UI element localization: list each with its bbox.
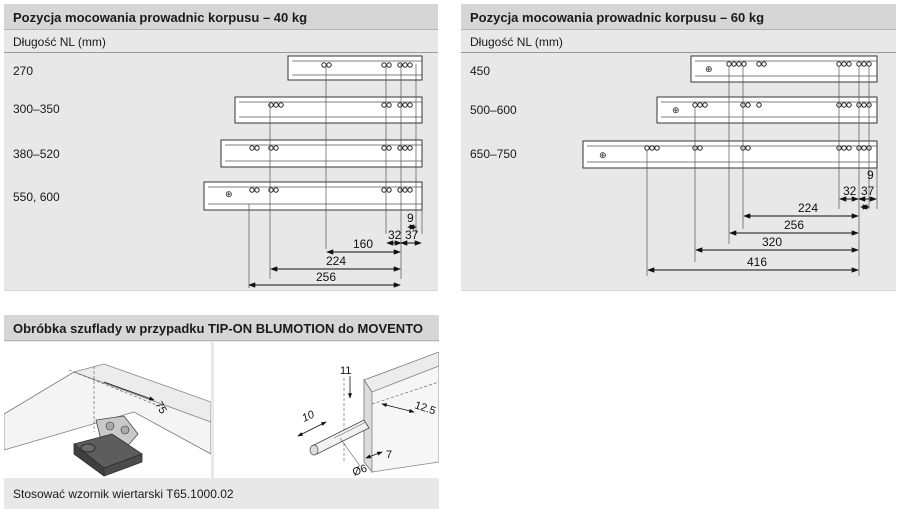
dim-label: 256 bbox=[784, 218, 804, 232]
tip-on-drilling-illustration: 10 11 12.5 7 Ø6 bbox=[214, 342, 440, 479]
dim-label: 37 bbox=[861, 184, 875, 198]
tip-on-drilling-drawing: 10 11 12.5 7 Ø6 bbox=[297, 351, 440, 479]
panel-60kg-title: Pozycja mocowania prowadnic korpusu – 60… bbox=[461, 4, 896, 30]
dimension-lines bbox=[248, 224, 422, 288]
drawer-rail-380-520 bbox=[220, 139, 423, 168]
panel-60kg-divider bbox=[461, 52, 896, 53]
extension-lines bbox=[646, 66, 878, 276]
drawer-rail-300-350 bbox=[234, 96, 423, 124]
drawer-rail-550-600: ⊕ bbox=[203, 181, 423, 211]
dim-label: 32 bbox=[843, 184, 857, 198]
drawer-rail-500-600: ⊕ bbox=[656, 96, 878, 124]
dim-label: 9 bbox=[867, 168, 874, 182]
dimension-lines bbox=[647, 196, 877, 273]
extension-lines bbox=[269, 64, 423, 279]
dim-label: 160 bbox=[353, 237, 373, 251]
drawer-rail-450: ⊕ bbox=[690, 55, 878, 83]
dim-label: 416 bbox=[747, 255, 767, 269]
panel-tip-on: Obróbka szuflady w przypadku TIP-ON BLUM… bbox=[3, 315, 440, 509]
panel-60kg: Pozycja mocowania prowadnic korpusu – 60… bbox=[461, 4, 896, 291]
dim-label: 224 bbox=[798, 201, 818, 215]
dim-label: 256 bbox=[316, 270, 336, 284]
dim-label: 10 bbox=[300, 408, 317, 424]
dim-label: Ø6 bbox=[351, 463, 369, 478]
panel-40kg-row-label: 300–350 bbox=[13, 102, 60, 116]
panel-40kg-row-label: 550, 600 bbox=[13, 190, 60, 204]
drawer-rail-650-750: ⊕ bbox=[582, 140, 878, 169]
dim-label: 9 bbox=[407, 211, 414, 225]
panel-40kg-title: Pozycja mocowania prowadnic korpusu – 40… bbox=[4, 4, 438, 30]
panel-40kg-row-label: 270 bbox=[13, 64, 34, 78]
panel-tip-on-title: Obróbka szuflady w przypadku TIP-ON BLUM… bbox=[4, 315, 439, 341]
panel-40kg: Pozycja mocowania prowadnic korpusu – 40… bbox=[4, 4, 438, 291]
panel-40kg-length-header: Długość NL (mm) bbox=[13, 35, 106, 49]
panel-60kg-row-label: 500–600 bbox=[470, 103, 517, 117]
panel-60kg-row-label: 650–750 bbox=[470, 147, 517, 161]
panel-60kg-row-label: 450 bbox=[470, 64, 491, 78]
tip-on-drawer-illustration: 75 bbox=[3, 342, 212, 478]
dim-label: 224 bbox=[326, 254, 346, 268]
drawer-rail-270 bbox=[287, 55, 423, 81]
panel-40kg-divider bbox=[4, 52, 438, 53]
panel-40kg-row-label: 380–520 bbox=[13, 147, 60, 161]
panel-40kg-drawing: ⊕ 9 32 37 160 224 256 bbox=[203, 55, 423, 288]
tip-on-drawer-drawing: 75 bbox=[3, 363, 212, 477]
panel-60kg-drawing: ⊕ ⊕ ⊕ bbox=[582, 55, 878, 276]
tip-on-template-note: Stosować wzornik wiertarski T65.1000.02 bbox=[4, 478, 439, 509]
dim-label: 75 bbox=[152, 400, 169, 417]
svg-text:⊕: ⊕ bbox=[705, 64, 713, 74]
dim-label: 7 bbox=[386, 449, 392, 461]
dim-label: 320 bbox=[762, 235, 782, 249]
dim-label: 37 bbox=[405, 228, 419, 242]
dim-label: 32 bbox=[388, 228, 402, 242]
svg-text:⊕: ⊕ bbox=[672, 105, 680, 115]
svg-text:⊕: ⊕ bbox=[225, 189, 233, 199]
panel-60kg-length-header: Długość NL (mm) bbox=[470, 35, 563, 49]
svg-text:⊕: ⊕ bbox=[599, 150, 607, 160]
dim-label: 11 bbox=[340, 365, 351, 377]
